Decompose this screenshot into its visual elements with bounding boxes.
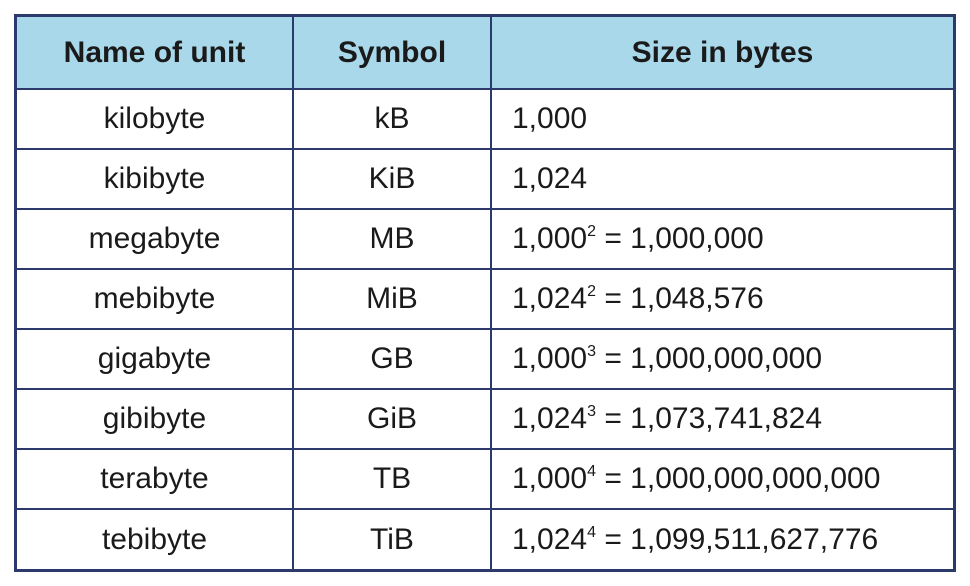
unit-size-cell: 1,000	[490, 88, 953, 150]
size-exponent: 2	[587, 223, 596, 240]
unit-size-cell: 1,0242 = 1,048,576	[490, 268, 953, 330]
unit-symbol-cell: MB	[292, 208, 492, 270]
size-exponent: 3	[587, 343, 596, 360]
byte-units-table: Name of unit Symbol Size in bytes kiloby…	[17, 17, 953, 569]
unit-symbol-cell: TB	[292, 448, 492, 510]
unit-name-cell: terabyte	[17, 448, 294, 510]
table-row: mebibyte MiB 1,0242 = 1,048,576	[17, 268, 953, 330]
unit-name-cell: gibibyte	[17, 388, 294, 450]
size-base: 1,000	[512, 462, 588, 495]
unit-symbol-cell: kB	[292, 88, 492, 150]
size-base: 1,024	[512, 282, 588, 315]
table-row: kibibyte KiB 1,024	[17, 148, 953, 210]
unit-symbol-cell: KiB	[292, 148, 492, 210]
unit-symbol-cell: MiB	[292, 268, 492, 330]
size-result: = 1,073,741,824	[595, 402, 823, 435]
size-exponent: 2	[587, 283, 596, 300]
unit-symbol-cell: GiB	[292, 388, 492, 450]
size-base: 1,000	[512, 342, 588, 375]
unit-size-cell: 1,0002 = 1,000,000	[490, 208, 953, 270]
header-symbol: Symbol	[292, 17, 492, 90]
table-row: megabyte MB 1,0002 = 1,000,000	[17, 208, 953, 270]
unit-size-cell: 1,024	[490, 148, 953, 210]
unit-name-cell: gigabyte	[17, 328, 294, 390]
unit-symbol-cell: TiB	[292, 508, 492, 569]
unit-name-cell: megabyte	[17, 208, 294, 270]
size-base: 1,024	[512, 522, 588, 556]
unit-table-container: Name of unit Symbol Size in bytes kiloby…	[14, 14, 956, 572]
size-result: = 1,099,511,627,776	[595, 522, 879, 556]
table-row: kilobyte kB 1,000	[17, 88, 953, 150]
unit-symbol-cell: GB	[292, 328, 492, 390]
table-header-row: Name of unit Symbol Size in bytes	[17, 17, 953, 90]
size-result: = 1,048,576	[595, 282, 764, 315]
unit-size-cell: 1,0003 = 1,000,000,000	[490, 328, 953, 390]
size-base: 1,024	[512, 162, 588, 195]
unit-name-cell: kibibyte	[17, 148, 294, 210]
size-result: = 1,000,000,000,000	[595, 462, 881, 495]
table-row: terabyte TB 1,0004 = 1,000,000,000,000	[17, 448, 953, 510]
size-result: = 1,000,000,000	[595, 342, 823, 375]
size-base: 1,000	[512, 222, 588, 255]
table-row: gibibyte GiB 1,0243 = 1,073,741,824	[17, 388, 953, 450]
unit-size-cell: 1,0004 = 1,000,000,000,000	[490, 448, 953, 510]
unit-name-cell: tebibyte	[17, 508, 294, 569]
unit-name-cell: mebibyte	[17, 268, 294, 330]
size-base: 1,024	[512, 402, 588, 435]
table-row: gigabyte GB 1,0003 = 1,000,000,000	[17, 328, 953, 390]
size-result: = 1,000,000	[595, 222, 764, 255]
size-base: 1,000	[512, 102, 588, 135]
size-exponent: 4	[587, 463, 596, 480]
size-exponent: 4	[587, 523, 596, 541]
header-size-in-bytes: Size in bytes	[490, 17, 953, 90]
unit-size-cell: 1,0244 = 1,099,511,627,776	[490, 508, 953, 569]
unit-name-cell: kilobyte	[17, 88, 294, 150]
table-row: tebibyte TiB 1,0244 = 1,099,511,627,776	[17, 508, 953, 569]
unit-size-cell: 1,0243 = 1,073,741,824	[490, 388, 953, 450]
header-name-of-unit: Name of unit	[17, 17, 294, 90]
size-exponent: 3	[587, 403, 596, 420]
